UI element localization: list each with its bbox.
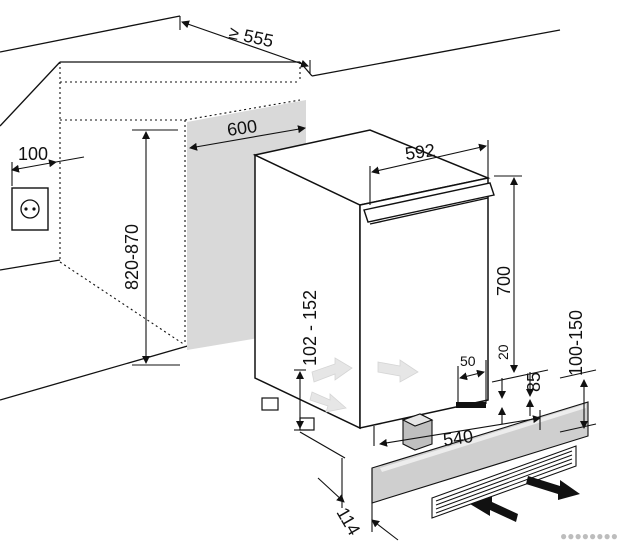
niche-width-label: 600 — [226, 116, 259, 140]
vent-slot — [456, 402, 486, 408]
appliance-body — [252, 129, 491, 430]
plinth-height-label: 100-150 — [566, 310, 586, 376]
wall-lines — [0, 15, 561, 401]
compressor-box — [401, 413, 434, 451]
appliance-width-label: 592 — [404, 140, 437, 164]
vent-gap-label: 50 — [460, 353, 476, 369]
socket-offset-label: 100 — [18, 144, 48, 164]
worktop-outline — [59, 62, 301, 346]
appliance-height-label: 700 — [494, 266, 514, 296]
watermark-text: ●●●●●●●● — [560, 529, 618, 543]
plinth-offset-label: 85 — [524, 372, 544, 392]
airflow-arrows — [309, 357, 419, 413]
foot-height-label: 102 - 152 — [300, 290, 320, 366]
vent-arrows — [470, 476, 580, 522]
depth-min-label: ≥ 555 — [227, 22, 275, 51]
dimension-lines — [11, 16, 597, 541]
door-handle — [363, 182, 495, 225]
vent-height-label: 20 — [495, 344, 511, 360]
front-setback-label: 114 — [333, 504, 365, 539]
plinth-depth-label: 540 — [442, 426, 475, 450]
vent-grille — [431, 445, 577, 519]
niche-height-label: 820-870 — [122, 224, 142, 290]
power-socket — [11, 187, 49, 231]
